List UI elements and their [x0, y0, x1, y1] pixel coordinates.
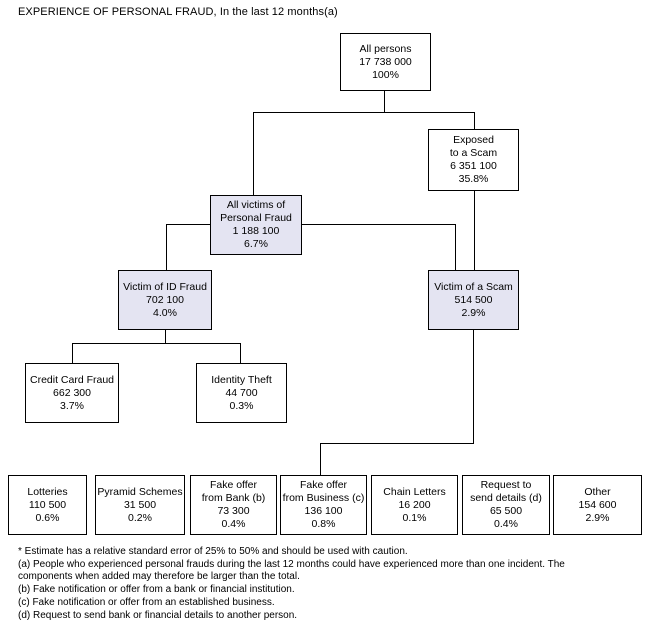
node-percent: 0.6%	[35, 511, 60, 524]
node-label: All victims of Personal Fraud	[220, 199, 292, 224]
connector-line	[474, 112, 475, 130]
node-value: 6 351 100	[450, 160, 497, 172]
footnote-c: (c) Fake notification or offer from an e…	[18, 597, 275, 609]
node-percent: 0.3%	[229, 399, 254, 412]
node-label: Request to send details (d)	[470, 479, 542, 504]
node-percent: 0.8%	[311, 518, 336, 530]
footnote-d: (d) Request to send bank or financial de…	[18, 610, 298, 622]
node-value: 1 188 100	[232, 225, 280, 237]
node-percent: 0.4%	[221, 518, 246, 530]
connector-line	[166, 224, 210, 225]
node-value: 136 100	[304, 505, 343, 517]
node-percent: 0.2%	[128, 511, 152, 524]
node-label: Pyramid Schemes	[97, 485, 183, 498]
footnote-b: (b) Fake notification or offer from a ba…	[18, 584, 295, 596]
node-percent: 2.9%	[461, 306, 486, 319]
node-scam-type-fake-offer-bank: Fake offer from Bank (b) 73 300 0.4%	[190, 475, 277, 535]
node-percent: 4.0%	[153, 306, 177, 319]
node-scam-type-request-details: Request to send details (d) 65 500 0.4%	[462, 475, 550, 535]
node-value: 44 700	[225, 386, 258, 399]
node-value: 662 300	[53, 386, 91, 399]
node-scam-type-lotteries: Lotteries 110 500 0.6%	[8, 475, 87, 535]
node-percent: 100%	[372, 68, 399, 81]
node-value: 16 200	[398, 498, 431, 511]
node-label: All persons	[359, 42, 412, 55]
node-all-persons: All persons 17 738 000 100%	[340, 33, 431, 91]
node-label: Identity Theft	[211, 373, 272, 386]
connector-line	[253, 112, 254, 196]
footnote-a: (a) People who experienced personal frau…	[18, 558, 565, 583]
footnote-rse: * Estimate has a relative standard error…	[18, 546, 408, 557]
node-value: 702 100	[146, 293, 184, 306]
connector-line	[165, 330, 166, 344]
node-scam-type-pyramid-schemes: Pyramid Schemes 31 500 0.2%	[95, 475, 185, 535]
node-label: Chain Letters	[383, 485, 446, 498]
node-label: Exposed to a Scam	[449, 134, 498, 159]
node-value: 154 600	[578, 498, 617, 511]
node-label: Other	[584, 485, 611, 498]
node-credit-card-fraud: Credit Card Fraud 662 300 3.7%	[25, 363, 119, 423]
connector-line	[240, 343, 241, 363]
node-value: 31 500	[123, 498, 157, 511]
node-label: Credit Card Fraud	[29, 373, 115, 386]
connector-line	[72, 343, 241, 344]
node-percent: 35.8%	[458, 173, 489, 185]
connector-line	[455, 224, 456, 270]
node-label: Victim of ID Fraud	[123, 280, 207, 293]
node-percent: 2.9%	[585, 511, 610, 524]
node-label: Fake offer from Business (c)	[282, 479, 365, 504]
connector-line	[320, 443, 321, 475]
node-label: Lotteries	[27, 485, 68, 498]
node-value: 65 500	[489, 505, 523, 517]
connector-line	[166, 224, 167, 270]
connector-line	[384, 91, 385, 112]
connector-line	[473, 330, 474, 444]
node-value: 17 738 000	[359, 55, 412, 68]
node-value: 73 300	[217, 505, 250, 517]
connector-line	[72, 343, 73, 363]
node-label: Fake offer from Bank (b)	[201, 479, 266, 504]
node-exposed-to-scam: Exposed to a Scam 6 351 100 35.8%	[428, 129, 519, 191]
node-percent: 0.1%	[402, 511, 427, 524]
connector-line	[302, 224, 455, 225]
node-value: 514 500	[454, 293, 493, 306]
node-scam-type-chain-letters: Chain Letters 16 200 0.1%	[371, 475, 458, 535]
node-scam-type-fake-offer-business: Fake offer from Business (c) 136 100 0.8…	[280, 475, 367, 535]
node-percent: 3.7%	[60, 399, 84, 412]
node-all-victims: All victims of Personal Fraud 1 188 100 …	[210, 195, 302, 255]
node-victim-scam: Victim of a Scam 514 500 2.9%	[428, 270, 519, 330]
connector-line	[474, 190, 475, 270]
footnotes: * Estimate has a relative standard error…	[18, 546, 600, 623]
node-victim-id-fraud: Victim of ID Fraud 702 100 4.0%	[118, 270, 212, 330]
connector-line	[253, 112, 475, 113]
node-label: Victim of a Scam	[434, 280, 513, 293]
node-percent: 6.7%	[244, 238, 268, 250]
node-scam-type-other: Other 154 600 2.9%	[553, 475, 642, 535]
connector-line	[320, 443, 474, 444]
node-percent: 0.4%	[494, 518, 518, 530]
page-title: EXPERIENCE OF PERSONAL FRAUD, In the las…	[18, 6, 338, 18]
node-identity-theft: Identity Theft 44 700 0.3%	[196, 363, 287, 423]
node-value: 110 500	[28, 498, 67, 511]
